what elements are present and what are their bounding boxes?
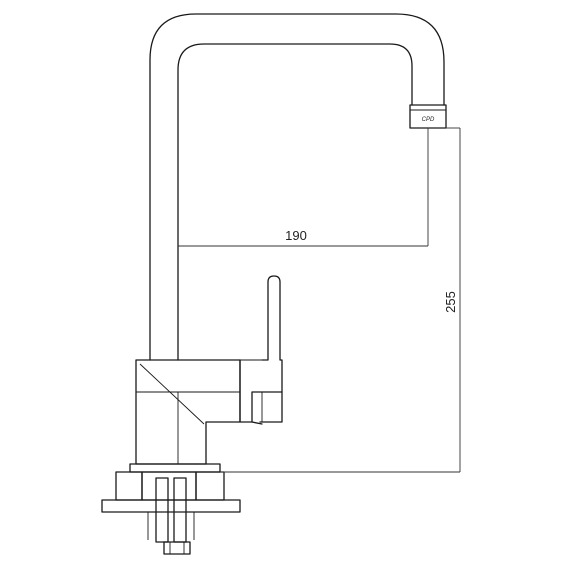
spout xyxy=(149,13,445,361)
height-dimension: 255 xyxy=(220,127,461,473)
height-dimension-label: 255 xyxy=(443,291,458,313)
aerator: CPD xyxy=(409,104,447,129)
reach-dimension-label: 190 xyxy=(285,228,307,243)
mounting-base xyxy=(101,463,241,513)
aerator-mark: CPD xyxy=(422,117,435,123)
supply-hoses xyxy=(147,477,195,555)
reach-dimension: 190 xyxy=(178,128,429,247)
mixer-body xyxy=(135,359,241,465)
lever-handle xyxy=(239,275,283,425)
